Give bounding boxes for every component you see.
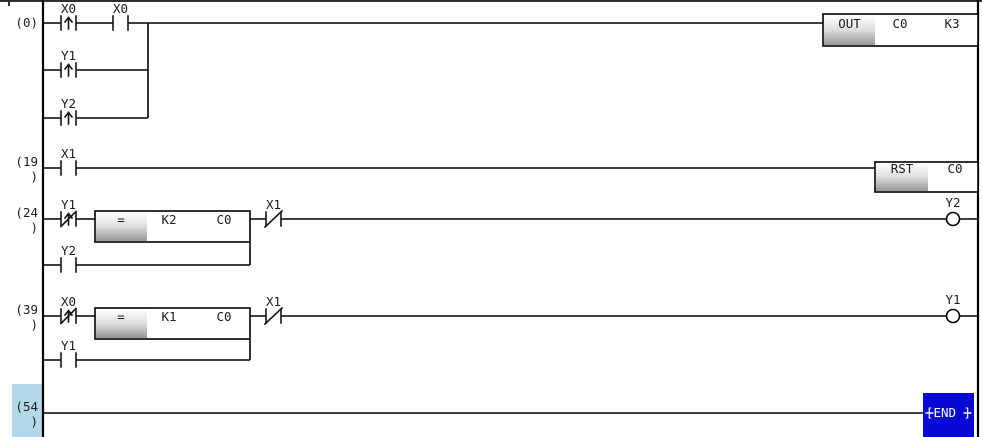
instruction-device: C0 [947, 161, 962, 176]
rung-number-line2: ) [30, 220, 38, 235]
selection-highlight [12, 384, 43, 437]
coil-y2[interactable]: Y2 [945, 195, 961, 227]
rung0-branch-contact-y1-pulse[interactable]: Y1 [60, 48, 77, 78]
rung0-contact-x0-no[interactable]: X0 [112, 1, 129, 31]
compare-device: C0 [216, 212, 231, 227]
rung-number-line1: (54 [15, 399, 38, 414]
contact-label: X1 [266, 197, 281, 212]
compare-block-k1[interactable]: = K1 C0 [94, 307, 251, 340]
compare-op: = [117, 309, 125, 324]
compare-value: K1 [161, 309, 176, 324]
rising-edge-icon [63, 16, 74, 30]
instruction-gradient-cell [824, 15, 875, 45]
rising-edge-icon [63, 63, 74, 77]
negation-slash-icon [59, 307, 78, 325]
coil-label: Y2 [945, 195, 960, 210]
rung24-branch-contact-y2-no[interactable]: Y2 [60, 243, 77, 273]
rung-number-line1: (24 [15, 205, 38, 220]
instruction-value: K3 [944, 16, 959, 31]
rung-number-line2: ) [30, 169, 38, 184]
instruction-device: C0 [892, 16, 907, 31]
rung39-branch-contact-y1-no[interactable]: Y1 [60, 338, 77, 368]
contact-label: Y1 [61, 197, 76, 212]
wire [43, 22, 823, 119]
compare-block-k2[interactable]: = K2 C0 [94, 210, 251, 243]
rst-instruction-block[interactable]: RST C0 [874, 161, 979, 193]
rung0-branch-contact-y2-pulse[interactable]: Y2 [60, 96, 77, 126]
rung-number: (0) [15, 15, 38, 30]
rung-number-line1: (19 [15, 154, 38, 169]
contact-label: Y1 [61, 338, 76, 353]
rising-edge-icon [63, 111, 74, 125]
contact-label: Y2 [61, 243, 76, 258]
rung-0: (0) X0 X0 Y1 Y2 OUT C0 K3 [15, 1, 979, 126]
contact-label: X0 [113, 1, 128, 16]
compare-op: = [117, 212, 125, 227]
negation-slash-icon [263, 306, 284, 326]
compare-device: C0 [216, 309, 231, 324]
rung-19: (19 ) X1 RST C0 [15, 146, 979, 193]
out-instruction-block[interactable]: OUT C0 K3 [822, 13, 979, 47]
instruction-op: OUT [838, 16, 861, 31]
end-label: [END ] [926, 405, 971, 420]
compare-value: K2 [161, 212, 176, 227]
rung-number-line2: ) [30, 414, 38, 429]
negation-slash-icon [59, 210, 78, 228]
rung-number-line1: (39 [15, 302, 38, 317]
contact-label: Y1 [61, 48, 76, 63]
rung39-contact-x0-pulse-not[interactable]: X0 [59, 294, 78, 325]
wire [43, 315, 978, 361]
instruction-gradient-cell [876, 163, 928, 191]
instruction-gradient-cell [96, 212, 147, 241]
instruction-gradient-cell [96, 309, 147, 338]
rung-54: (54 ) [END ] [15, 393, 974, 437]
coil-icon [945, 211, 961, 227]
contact-label: Y2 [61, 96, 76, 111]
rung24-contact-x1-nc[interactable]: X1 [263, 197, 284, 229]
contact-label: X0 [61, 294, 76, 309]
coil-y1[interactable]: Y1 [945, 292, 961, 324]
rung-number-line2: ) [30, 317, 38, 332]
coil-label: Y1 [945, 292, 960, 307]
rung0-contact-x0-pulse[interactable]: X0 [60, 1, 77, 31]
rung-24: (24 ) Y1 = K2 C0 X1 Y2 Y2 [15, 195, 978, 273]
rung19-contact-x1-no[interactable]: X1 [60, 146, 77, 176]
coil-icon [945, 308, 961, 324]
rung-39: (39 ) X0 = K1 C0 X1 Y1 Y1 [15, 292, 978, 368]
rung39-contact-x1-nc[interactable]: X1 [263, 294, 284, 326]
negation-slash-icon [263, 209, 284, 229]
rung24-contact-y1-pulse-not[interactable]: Y1 [59, 197, 78, 228]
end-instruction-block[interactable]: [END ] [923, 393, 974, 437]
contact-label: X0 [61, 1, 76, 16]
contact-label: X1 [61, 146, 76, 161]
instruction-op: RST [891, 161, 914, 176]
contact-label: X1 [266, 294, 281, 309]
wire [43, 218, 978, 266]
